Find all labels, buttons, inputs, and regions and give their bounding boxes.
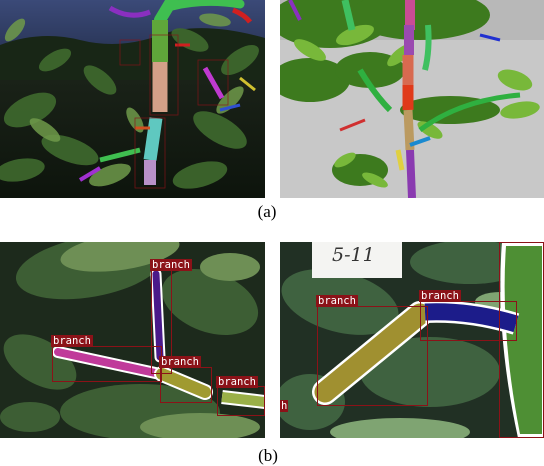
bbox-branch-3 bbox=[160, 367, 212, 403]
label-branch-4: branch bbox=[216, 376, 258, 388]
label-branch-3: branch bbox=[159, 356, 201, 368]
panel-a-right-synthetic bbox=[280, 0, 544, 198]
panel-b-left-detections: branch branch branch branch bbox=[0, 242, 265, 438]
caption-a: (a) bbox=[257, 202, 277, 221]
orchard-tag-card bbox=[312, 242, 402, 278]
bbox-branch-7 bbox=[499, 242, 544, 438]
label-branch-1: branch bbox=[150, 259, 192, 271]
branch-closeup-photo-1 bbox=[0, 242, 265, 438]
bbox-branch-4 bbox=[217, 386, 265, 416]
label-branch-5: branch bbox=[316, 295, 358, 307]
panel-b-right-detections: 5-11 branch branch h bbox=[280, 242, 544, 438]
label-branch-6: branch bbox=[419, 290, 461, 302]
panel-a-left-photo bbox=[0, 0, 265, 198]
orchard-segmentation-photo bbox=[0, 0, 265, 198]
bbox-branch-2 bbox=[52, 346, 162, 382]
bbox-branch-6 bbox=[420, 301, 517, 341]
caption-b: (b) bbox=[258, 446, 278, 465]
label-branch-7-partial: h bbox=[280, 400, 289, 412]
synthetic-tree-render bbox=[280, 0, 544, 198]
label-branch-2: branch bbox=[51, 335, 93, 347]
orchard-tag-text: 5-11 bbox=[332, 244, 375, 266]
bbox-branch-5 bbox=[317, 306, 428, 406]
